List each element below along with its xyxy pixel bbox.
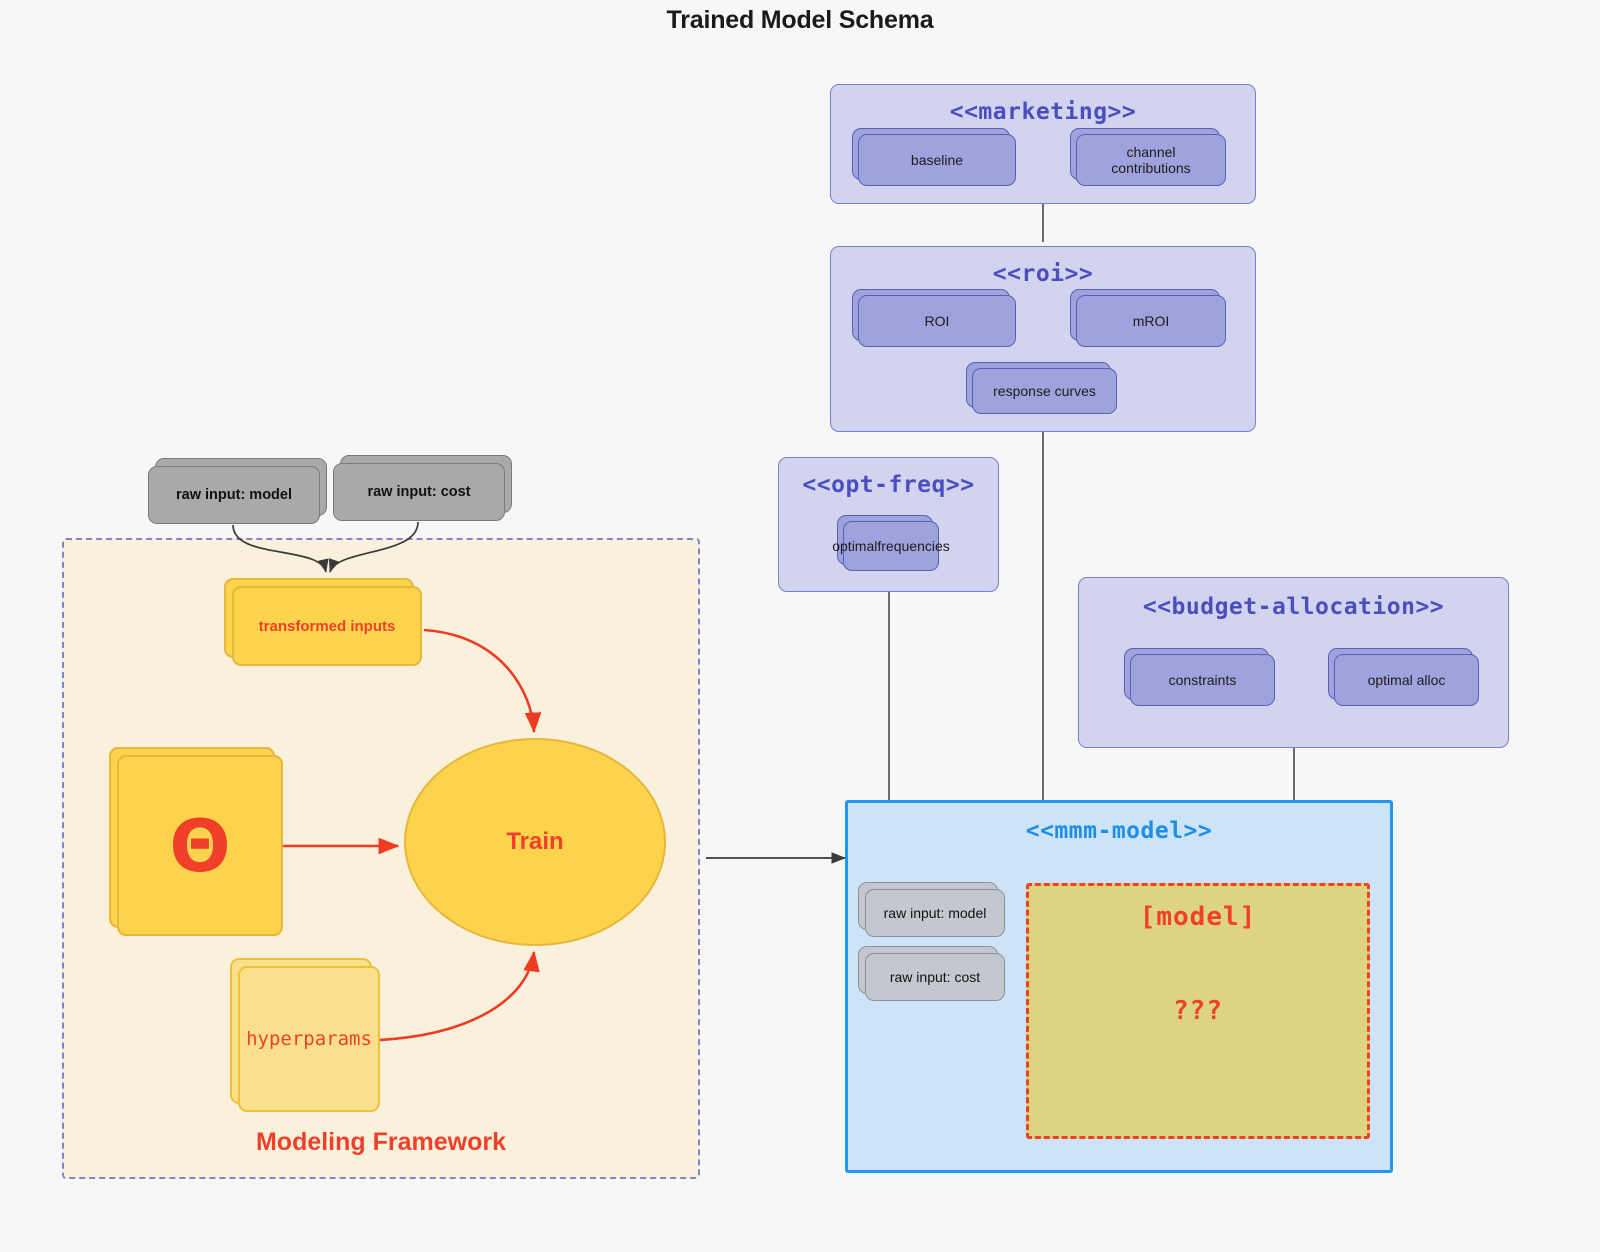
mmm-raw-input-cost-label: raw input: cost bbox=[865, 953, 1005, 1001]
node-optimal-alloc[interactable]: optimal alloc bbox=[1328, 648, 1479, 706]
node-roi-label: ROI bbox=[858, 295, 1016, 347]
raw-input-model[interactable]: raw input: model bbox=[148, 458, 327, 524]
node-channel-contributions-label: channel contributions bbox=[1076, 134, 1226, 186]
model-region-unknown: ??? bbox=[1173, 996, 1223, 1026]
node-roi[interactable]: ROI bbox=[852, 289, 1016, 347]
package-mmm-model-title: <<mmm-model>> bbox=[1025, 818, 1213, 844]
package-opt-freq-title: <<opt-freq>> bbox=[802, 472, 975, 498]
package-roi-title: <<roi>> bbox=[992, 261, 1094, 287]
package-budget-allocation-title: <<budget-allocation>> bbox=[1142, 594, 1445, 620]
raw-input-model-label: raw input: model bbox=[148, 466, 320, 524]
node-channel-contributions[interactable]: channel contributions bbox=[1070, 128, 1226, 186]
hyperparams-box[interactable]: hyperparams bbox=[230, 958, 380, 1112]
theta-box-face: Θ bbox=[117, 755, 283, 936]
node-mroi[interactable]: mROI bbox=[1070, 289, 1226, 347]
optimal-frequencies-line1: optimal bbox=[832, 537, 878, 554]
node-optimal-frequencies-label: optimal frequencies bbox=[832, 521, 950, 571]
model-region-label: [model] bbox=[1139, 902, 1257, 932]
mmm-raw-input-model[interactable]: raw input: model bbox=[858, 882, 1005, 937]
theta-box[interactable]: Θ bbox=[109, 747, 283, 936]
model-region[interactable]: [model] ??? bbox=[1026, 883, 1370, 1139]
node-optimal-alloc-label: optimal alloc bbox=[1334, 654, 1479, 706]
mmm-raw-input-model-label: raw input: model bbox=[865, 889, 1005, 937]
raw-input-cost-label: raw input: cost bbox=[333, 463, 505, 521]
train-node-label: Train bbox=[506, 828, 564, 855]
hyperparams-label: hyperparams bbox=[238, 966, 380, 1112]
node-constraints-label: constraints bbox=[1130, 654, 1275, 706]
raw-input-cost[interactable]: raw input: cost bbox=[333, 455, 512, 521]
node-constraints[interactable]: constraints bbox=[1124, 648, 1275, 706]
node-optimal-frequencies[interactable]: optimal frequencies bbox=[832, 515, 950, 571]
mmm-raw-input-cost[interactable]: raw input: cost bbox=[858, 946, 1005, 1001]
node-mroi-label: mROI bbox=[1076, 295, 1226, 347]
train-node[interactable]: Train bbox=[404, 738, 666, 946]
theta-symbol-icon: Θ bbox=[169, 803, 231, 888]
node-response-curves[interactable]: response curves bbox=[966, 362, 1117, 414]
package-marketing-title: <<marketing>> bbox=[949, 99, 1137, 125]
node-baseline[interactable]: baseline bbox=[852, 128, 1016, 186]
transformed-inputs[interactable]: transformed inputs bbox=[224, 578, 422, 666]
transformed-inputs-label: transformed inputs bbox=[232, 586, 422, 666]
modeling-framework-label: Modeling Framework bbox=[255, 1128, 507, 1156]
node-response-curves-label: response curves bbox=[972, 368, 1117, 414]
page-title: Trained Model Schema bbox=[666, 6, 934, 34]
node-baseline-label: baseline bbox=[858, 134, 1016, 186]
optimal-frequencies-line2: frequencies bbox=[877, 537, 950, 554]
